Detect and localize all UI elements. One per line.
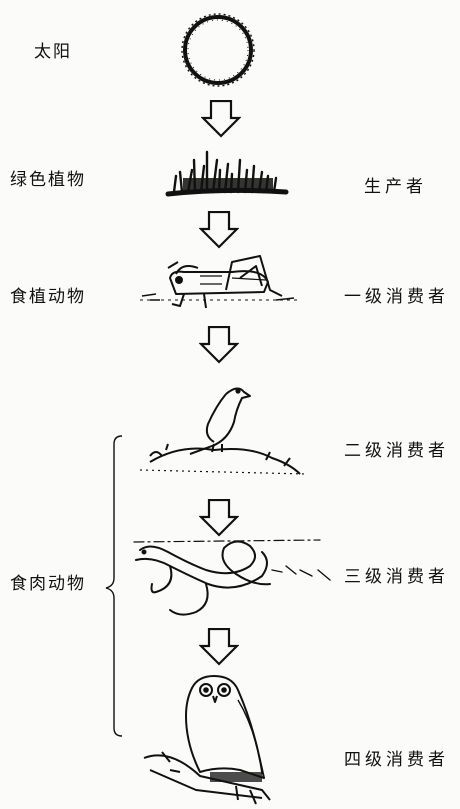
label-tertiary-consumer: 三级消费者 xyxy=(344,567,449,587)
label-quaternary-consumer: 四级消费者 xyxy=(344,750,449,770)
down-arrow-icon xyxy=(199,211,239,249)
snake-icon xyxy=(133,539,331,616)
down-arrow-icon xyxy=(199,628,239,666)
owl-icon xyxy=(143,675,271,805)
down-arrow-icon xyxy=(201,100,241,138)
grasshopper-icon xyxy=(140,255,300,309)
label-primary-consumer: 一级消费者 xyxy=(344,287,449,307)
label-secondary-consumer: 二级消费者 xyxy=(344,441,449,461)
label-green-plants: 绿色植物 xyxy=(10,170,86,190)
carnivore-bracket xyxy=(105,435,123,737)
down-arrow-icon xyxy=(199,326,239,364)
bird-icon xyxy=(139,387,307,475)
down-arrow-icon xyxy=(199,499,239,537)
label-herbivores: 食植动物 xyxy=(10,287,86,307)
sun-icon xyxy=(181,13,255,87)
label-carnivores: 食肉动物 xyxy=(10,574,86,594)
label-producer: 生产者 xyxy=(364,177,427,197)
label-sun: 太阳 xyxy=(34,42,72,62)
grass-icon xyxy=(165,150,289,197)
